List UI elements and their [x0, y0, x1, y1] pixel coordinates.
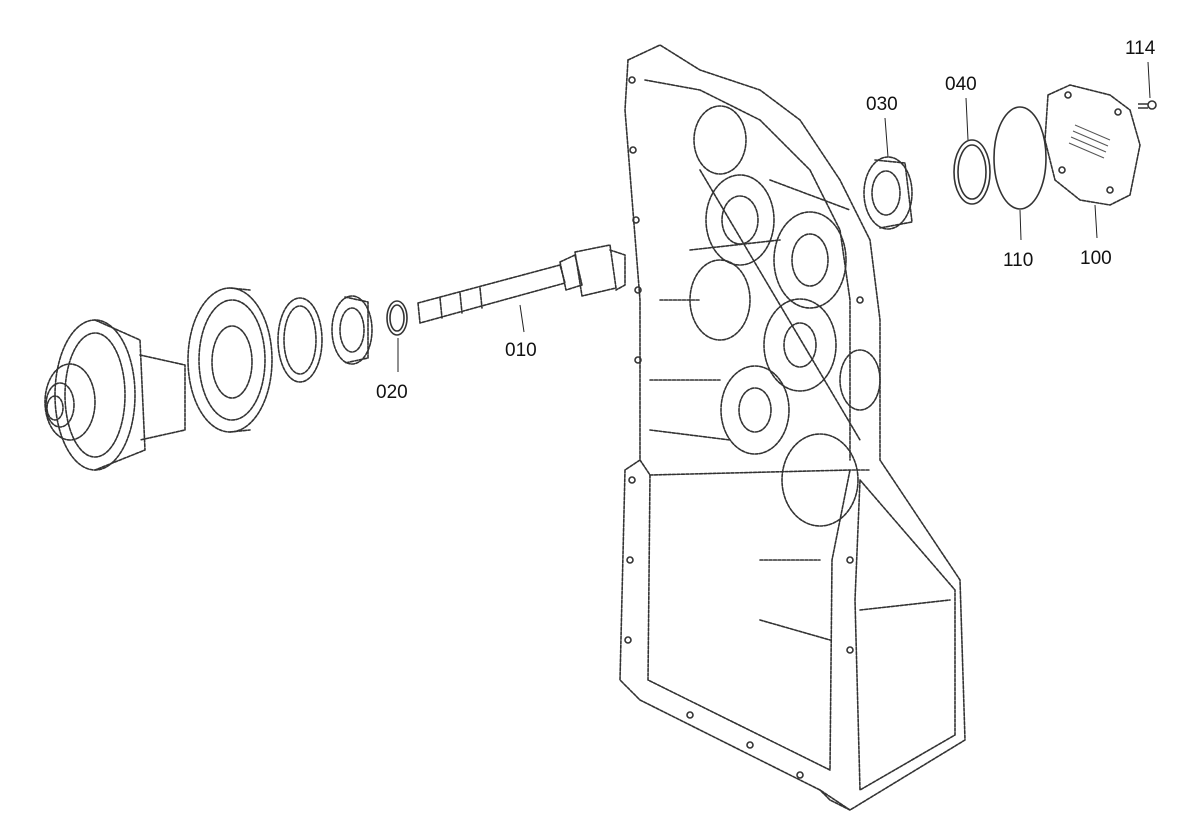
gear-cluster	[44, 319, 186, 471]
callout-020: 020	[376, 382, 408, 403]
bearing-left	[331, 295, 373, 365]
leader-lines	[397, 61, 1151, 372]
callout-030: 030	[866, 94, 898, 115]
callout-100: 100	[1080, 248, 1112, 269]
callout-114: 114	[1125, 38, 1156, 59]
part-020-o-ring	[386, 300, 408, 336]
part-100-cover	[1044, 84, 1141, 206]
transmission-housing	[619, 44, 966, 811]
callout-labels: 010 020 030 040 100 110 114	[376, 38, 1156, 403]
thrust-washer	[277, 297, 323, 383]
part-010-shaft	[417, 244, 626, 324]
large-gear	[187, 287, 273, 433]
callout-040: 040	[945, 74, 977, 95]
callout-010: 010	[505, 340, 537, 361]
part-030-bearing	[863, 156, 913, 230]
callout-110: 110	[1003, 250, 1033, 271]
part-114-bolt	[1138, 100, 1157, 110]
part-110-gasket	[993, 106, 1047, 210]
part-040-snap-ring	[953, 139, 991, 205]
